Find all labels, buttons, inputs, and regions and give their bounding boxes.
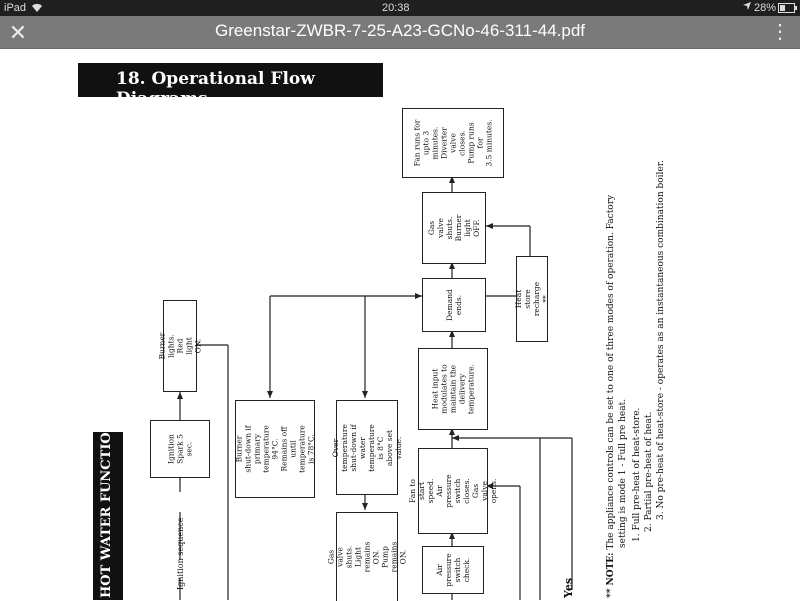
box-heat-store-recharge-text: Heat store recharge ** xyxy=(514,281,550,317)
box-air-pressure-check: Air pressure switch check. xyxy=(422,546,484,594)
box-demand-ends: Demand ends. xyxy=(422,278,486,332)
ignition-sequence-label: Ignition sequence xyxy=(176,517,185,591)
note-item-1: 1. Full pre-heat of heat-store. xyxy=(632,407,642,542)
box-burner-shutdown-text: Burner shut-down if primary temperature … xyxy=(234,425,316,473)
viewer-toolbar: Greenstar-ZWBR-7-25-A23-GCNo-46-311-44.p… xyxy=(0,16,800,49)
box-gas-valve-shuts-light-on-text: Gas valve shuts. Light remains ON. Pump … xyxy=(326,541,408,573)
more-options-button[interactable]: ⋮ xyxy=(770,22,790,44)
box-ignition: Ignition Spark 5 sec. xyxy=(150,420,210,478)
hot-water-function-bar: HOT WATER FUNCTION xyxy=(93,420,123,600)
box-air-pressure-check-text: Air pressure switch check. xyxy=(435,553,471,587)
close-icon: ✕ xyxy=(8,20,28,45)
box-over-temperature-text: Over temperature shut-down if water temp… xyxy=(331,423,403,472)
box-ignition-text: Ignition Spark 5 sec. xyxy=(166,434,194,464)
hot-water-function-heading: HOT WATER FUNCTION xyxy=(99,420,114,598)
box-fan-start: Fan to start speed. Air pressure switch … xyxy=(408,448,498,534)
status-bar: iPad 20:38 28% xyxy=(0,0,800,16)
pdf-page xyxy=(0,49,800,600)
box-heat-store-recharge: Heat store recharge ** xyxy=(514,256,550,342)
note-text-1: The appliance controls can be set to one… xyxy=(606,194,616,550)
box-over-temperature: Over temperature shut-down if water temp… xyxy=(331,400,403,495)
box-fan-runs-text: Fan runs for upto 3 minutes. Diverter va… xyxy=(412,119,494,167)
box-fan-runs: Fan runs for upto 3 minutes. Diverter va… xyxy=(402,108,504,178)
box-burner-shutdown: Burner shut-down if primary temperature … xyxy=(234,400,316,498)
more-vertical-icon: ⋮ xyxy=(770,21,790,43)
box-gas-valve-off: Gas valve shuts. Burner light OFF. xyxy=(422,192,486,264)
box-gas-valve-off-text: Gas valve shuts. Burner light OFF. xyxy=(427,214,481,242)
location-icon xyxy=(742,1,752,15)
clock: 20:38 xyxy=(382,2,410,14)
battery-percent: 28% xyxy=(754,2,777,14)
note-line-2: setting is mode 1 - Full pre heat. xyxy=(618,398,628,548)
note-lead: ** NOTE: xyxy=(606,552,616,599)
device-name: iPad xyxy=(4,2,27,14)
section-heading-bar: 18. Operational Flow Diagrams xyxy=(78,63,383,109)
note-item-3: 3. No pre-heat of heat-store - operates … xyxy=(656,160,666,520)
document-title: Greenstar-ZWBR-7-25-A23-GCNo-46-311-44.p… xyxy=(214,21,586,40)
battery-icon xyxy=(778,3,798,17)
box-heat-input-text: Heat input modulates to maintain the del… xyxy=(430,363,476,415)
note-line-1: ** NOTE: The appliance controls can be s… xyxy=(606,195,616,598)
section-heading: 18. Operational Flow Diagrams xyxy=(116,69,315,109)
yes-label: Yes xyxy=(562,577,575,598)
box-burner-lights: Burner lights. Red light ON. xyxy=(158,300,203,392)
box-fan-start-text: Fan to start speed. Air pressure switch … xyxy=(408,474,498,508)
note-item-2: 2. Partial pre-heat of heat. xyxy=(644,411,654,532)
box-gas-valve-shuts-light-on: Gas valve shuts. Light remains ON. Pump … xyxy=(327,512,408,601)
box-demand-ends-text: Demand ends. xyxy=(445,289,463,321)
close-button[interactable]: ✕ xyxy=(6,22,30,46)
box-heat-input: Heat input modulates to maintain the del… xyxy=(418,348,488,430)
wifi-icon xyxy=(30,1,44,17)
box-burner-lights-text: Burner lights. Red light ON. xyxy=(157,332,203,360)
